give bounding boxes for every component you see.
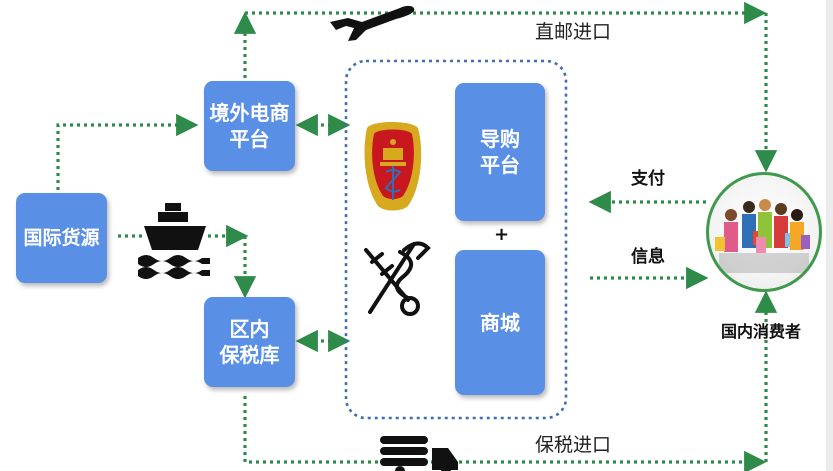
- domestic-consumer-label: 国内消费者: [721, 322, 802, 341]
- shoppers-photo-icon: [706, 172, 822, 292]
- shoppers-figures: [715, 199, 810, 273]
- info-label: 信息: [631, 247, 665, 267]
- plus-sign: +: [494, 224, 510, 245]
- caduceus-key-icon: [364, 241, 431, 316]
- mall-node: 商城: [455, 250, 545, 395]
- payment-label: 支付: [631, 169, 665, 189]
- flow-source-to-platform: [56, 113, 199, 190]
- bonded-import-label: 保税进口: [535, 434, 612, 456]
- bonded-warehouse-node: 区内 保税库: [204, 297, 295, 387]
- customs-emblem-icon: [364, 122, 422, 211]
- direct-import-label: 直邮进口: [535, 21, 612, 43]
- ship-icon: [138, 203, 210, 279]
- intl-source-node: 国际货源: [16, 193, 107, 283]
- overseas-platform-node: 境外电商 平台: [204, 81, 295, 171]
- right-edge-strip: [826, 0, 833, 471]
- flow-bonded-down: [243, 396, 767, 471]
- airplane-icon: [330, 5, 415, 42]
- truck-icon: [380, 436, 458, 471]
- guide-platform-node: 导购 平台: [455, 83, 545, 221]
